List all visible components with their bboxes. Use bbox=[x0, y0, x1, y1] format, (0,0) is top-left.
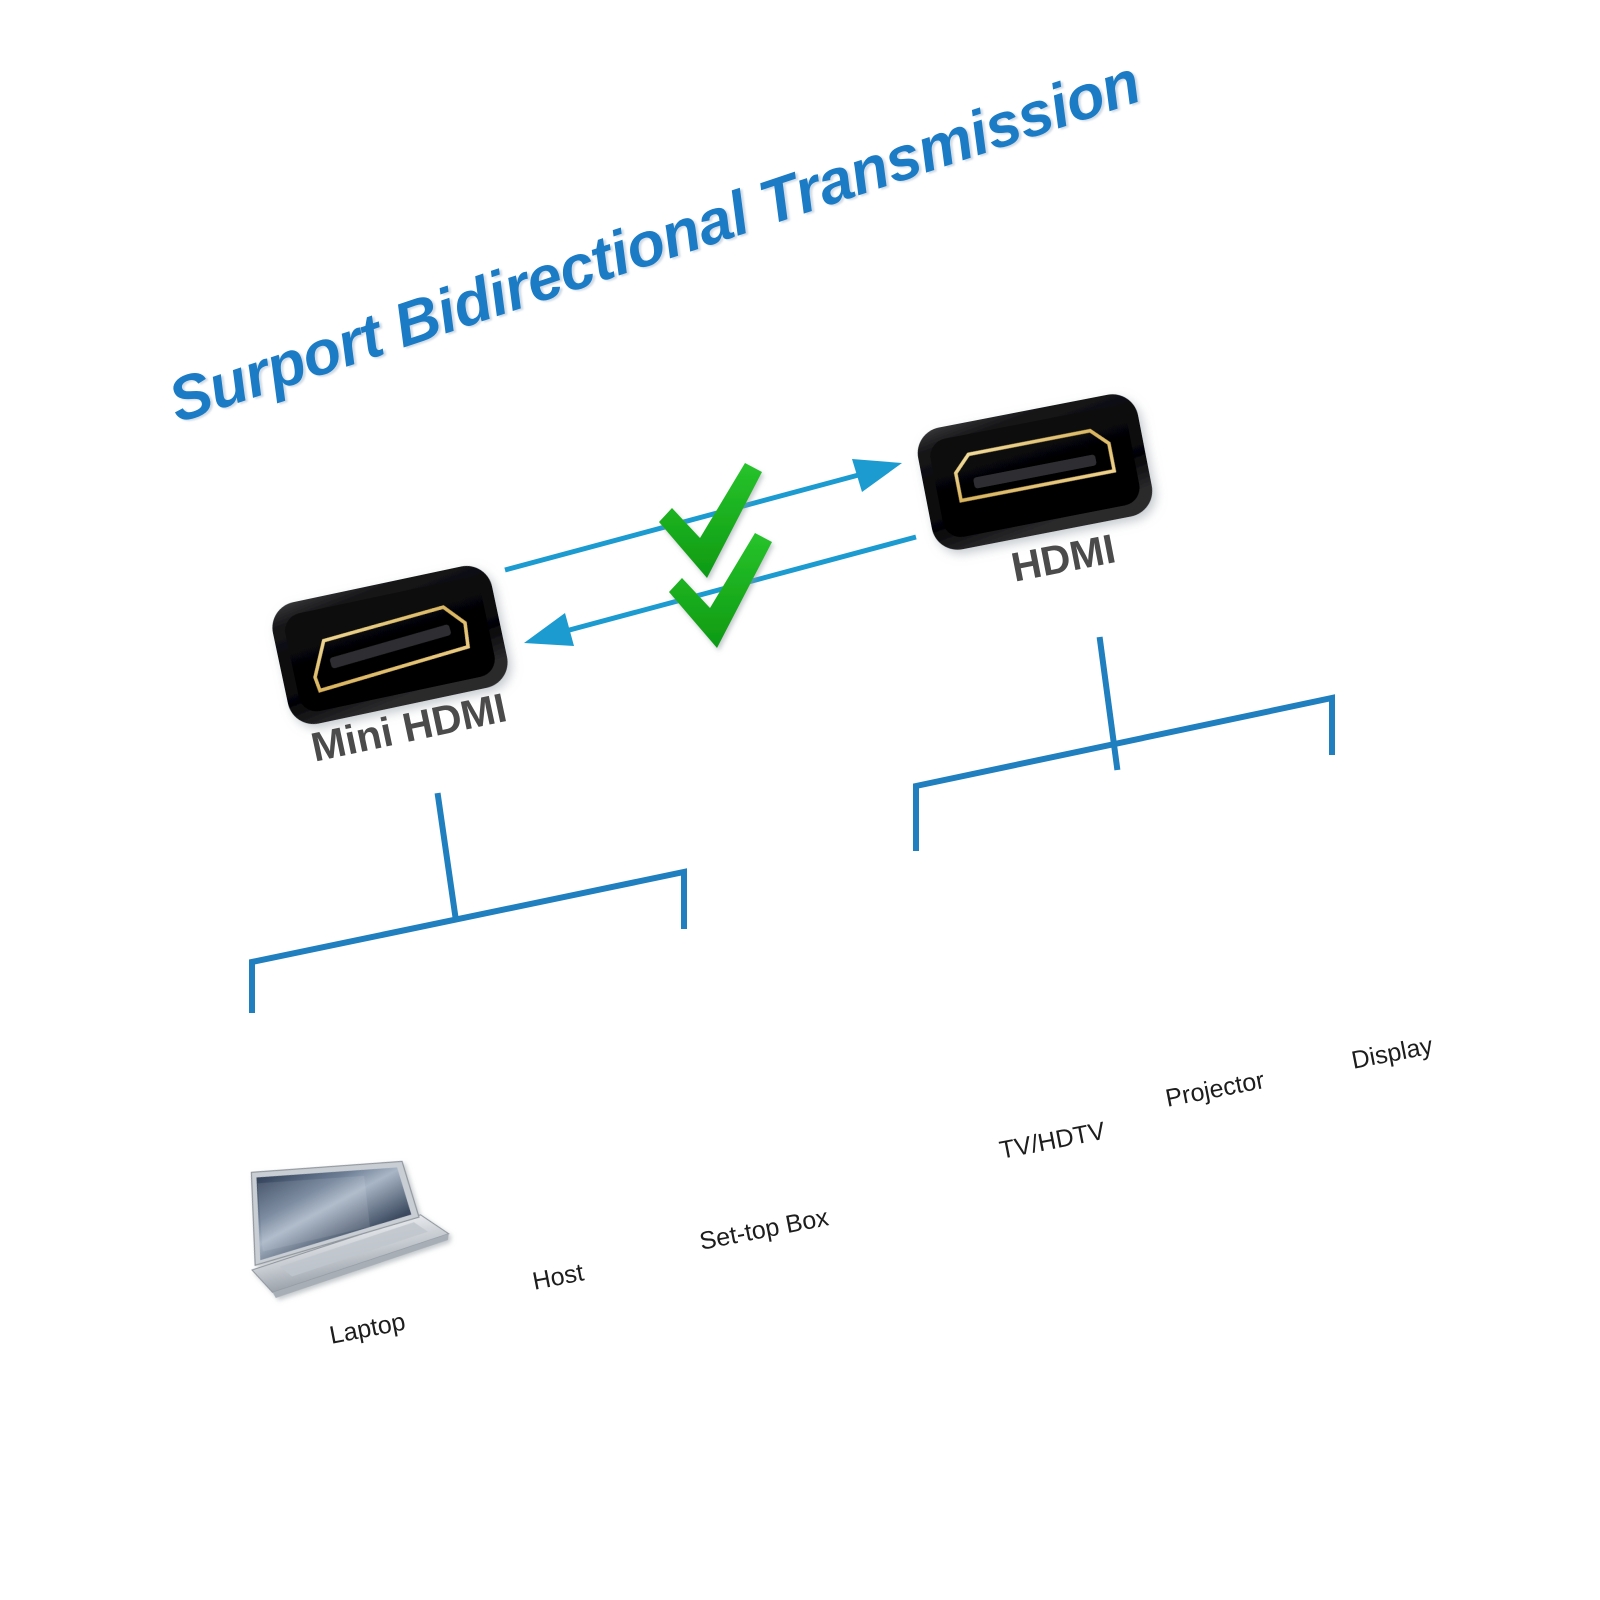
arrow-to-hdmi bbox=[504, 459, 902, 573]
check-lower-icon bbox=[669, 533, 772, 648]
bracket-source-rail bbox=[249, 868, 687, 1013]
mini-hdmi-port-icon bbox=[272, 565, 508, 725]
check-upper-icon bbox=[659, 463, 762, 578]
bracket-sink-rail bbox=[913, 694, 1335, 851]
hdmi-port-icon bbox=[917, 394, 1153, 550]
bracket-sink-stem bbox=[1096, 636, 1121, 771]
bracket-sink-group bbox=[913, 636, 1335, 851]
laptop-icon bbox=[250, 1160, 450, 1298]
bracket-source-group bbox=[249, 792, 687, 1013]
bracket-source-stem bbox=[434, 792, 459, 918]
